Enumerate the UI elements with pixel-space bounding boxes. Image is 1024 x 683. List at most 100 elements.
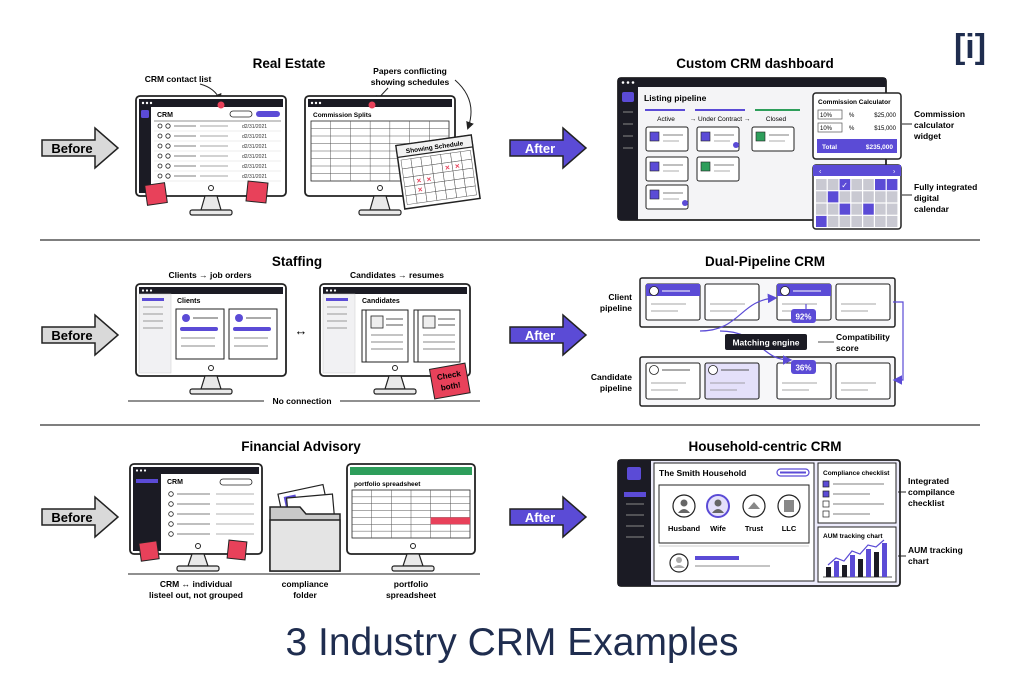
chart-bar (874, 552, 879, 577)
svg-text:%: % (849, 126, 855, 132)
row-checkbox (157, 123, 163, 129)
after-arrow: After (509, 313, 588, 357)
row-avatar (168, 501, 174, 507)
conflict-mark: × (417, 185, 423, 195)
compliance-folder (269, 483, 341, 572)
svg-text:Dual-Pipeline CRM: Dual-Pipeline CRM (705, 254, 825, 269)
monitor-candidates: Candidates Check both! (319, 283, 471, 400)
svg-text:compilance: compilance (908, 487, 955, 497)
person-avatar (708, 365, 718, 375)
monitor-crm-list: CRM d2/31/2021d2/31/2021d2/31/2021d2/31/… (135, 95, 287, 216)
person-avatar (780, 286, 790, 296)
status-dot (682, 200, 688, 206)
status-dot (733, 142, 739, 148)
calendar-day (863, 179, 874, 191)
svg-text:Before: Before (51, 510, 92, 525)
row-avatar (168, 531, 174, 537)
svg-text:portfolio: portfolio (394, 579, 428, 589)
conflict-mark: × (445, 163, 451, 173)
row-checkbox (157, 153, 163, 159)
dual-pipeline-crm: Client pipeline Candidate pipeline Match… (591, 277, 904, 407)
page-title: 3 Industry CRM Examples (286, 621, 739, 664)
svg-text:digital: digital (914, 193, 939, 203)
row-avatar (165, 143, 171, 149)
calendar-day (863, 203, 874, 215)
conflict-mark: × (426, 175, 432, 185)
chart-bar (826, 567, 831, 577)
row-title-before: Real Estate (253, 56, 326, 71)
calendar-day (863, 191, 874, 203)
row-date: d2/31/2021 (242, 164, 267, 170)
svg-text:$15,000: $15,000 (874, 126, 896, 132)
svg-text:10%: 10% (820, 126, 833, 132)
conflict-mark: × (416, 176, 422, 186)
callout-papers-2: showing schedules (371, 77, 450, 87)
svg-text:Commission Splits: Commission Splits (313, 112, 372, 119)
row-date: d2/31/2021 (242, 144, 267, 150)
row-financial-advisory: Financial Advisory Household-centric CRM… (41, 439, 963, 600)
pipeline-card (704, 283, 760, 321)
household-member-label: LLC (782, 524, 797, 533)
row-checkbox (157, 163, 163, 169)
checklist-box (822, 490, 830, 498)
svg-text:checklist: checklist (908, 498, 945, 508)
trend-line (827, 539, 885, 566)
showing-schedule-calendar: Showing Schedule ××××× (395, 134, 481, 210)
calendar-day (827, 215, 839, 227)
brand-logo: [i] (954, 28, 986, 66)
household-title: The Smith Household (659, 468, 746, 478)
svg-text:After: After (525, 510, 555, 525)
svg-text:$25,000: $25,000 (874, 113, 896, 119)
pipeline-card (835, 283, 891, 321)
crm-list-rows: d2/31/2021d2/31/2021d2/31/2021d2/31/2021… (154, 123, 281, 182)
calendar-day (851, 179, 862, 191)
chart-bar (866, 549, 871, 577)
calendar-day (875, 191, 886, 203)
row-avatar (168, 491, 174, 497)
svg-text:Closed: Closed (766, 116, 787, 123)
calendar-day (875, 203, 886, 215)
calendar-day (886, 215, 898, 227)
calendar-day (851, 215, 862, 227)
row-staffing: Staffing Dual-Pipeline CRM Before After … (41, 254, 904, 407)
svg-text:Commission Calculator: Commission Calculator (818, 99, 891, 106)
svg-text:Before: Before (51, 328, 92, 343)
callout-papers-1: Papers conflicting (373, 66, 447, 76)
calendar-day (816, 179, 827, 191)
row-checkbox (157, 143, 163, 149)
person-avatar (649, 286, 659, 296)
svg-text:Client: Client (608, 292, 632, 302)
calendar-day (886, 203, 898, 215)
calendar-day (827, 191, 839, 203)
svg-text:portfolio spreadsheet: portfolio spreadsheet (354, 481, 421, 488)
row-real-estate: Real Estate Custom CRM dashboard Before … (41, 56, 977, 230)
svg-text:Clients → job orders: Clients → job orders (168, 270, 251, 280)
svg-text:Candidates: Candidates (362, 298, 400, 305)
svg-text:After: After (525, 141, 555, 156)
row-avatar (165, 163, 171, 169)
building-icon (784, 500, 794, 512)
svg-text:Check: Check (436, 369, 462, 382)
calendar-day (816, 215, 827, 227)
after-arrow: After (509, 495, 588, 539)
svg-text:›: › (893, 169, 896, 176)
commission-calculator-widget: Commission Calculator 10% % $25,000 10% … (812, 92, 902, 160)
monitor-clients: Clients (135, 283, 287, 395)
calendar-day (875, 179, 886, 191)
row-date: d2/31/2021 (242, 134, 267, 140)
household-member-label: Wife (710, 524, 726, 533)
svg-text:↔: ↔ (295, 323, 308, 338)
svg-text:spreadsheet: spreadsheet (386, 590, 436, 600)
svg-text:%: % (849, 113, 855, 119)
calendar-day (839, 179, 851, 191)
svg-text:10%: 10% (820, 113, 833, 119)
svg-text:CRM: CRM (157, 112, 173, 119)
svg-text:both!: both! (440, 380, 461, 392)
score-badge: 36% (795, 364, 811, 373)
before-arrow: Before (41, 495, 120, 539)
svg-text:chart: chart (908, 556, 929, 566)
svg-text:Compliance checklist: Compliance checklist (823, 470, 890, 477)
svg-text:score: score (836, 343, 859, 353)
svg-text:Integrated: Integrated (908, 476, 949, 486)
